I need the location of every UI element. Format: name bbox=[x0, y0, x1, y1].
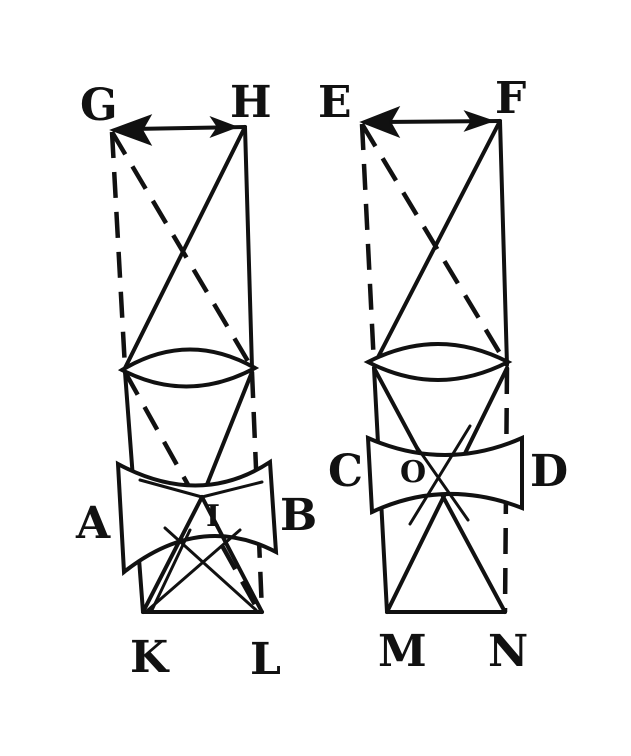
right-right-edge bbox=[498, 119, 509, 367]
left-arrowhead-h bbox=[209, 115, 239, 139]
label-m: M bbox=[378, 626, 427, 677]
right-ray-f-to-lens-left bbox=[372, 119, 502, 367]
left-ray-h-to-lens-left bbox=[123, 125, 247, 370]
right-ray-over-lens-1 bbox=[408, 424, 472, 526]
label-g: G bbox=[80, 80, 118, 131]
left-ray-i-to-l bbox=[200, 495, 264, 614]
left-ray-i-1 bbox=[138, 478, 204, 499]
label-h: H bbox=[230, 77, 272, 128]
label-a: A bbox=[75, 498, 111, 549]
left-ray-i-to-k bbox=[141, 495, 204, 614]
left-ray-a-to-l bbox=[163, 526, 258, 612]
right-figure bbox=[359, 106, 524, 614]
label-o: O bbox=[400, 455, 426, 490]
right-arrowhead-e bbox=[359, 106, 401, 138]
left-convex-lens bbox=[117, 347, 260, 389]
label-l: L bbox=[250, 634, 281, 685]
label-k: K bbox=[130, 632, 170, 683]
label-e: E bbox=[318, 77, 352, 128]
label-i: I bbox=[206, 499, 220, 534]
label-f: F bbox=[495, 73, 526, 124]
left-arrowhead-g bbox=[109, 114, 153, 146]
left-right-edge bbox=[243, 125, 254, 370]
right-arrowhead-f bbox=[463, 110, 496, 132]
label-c: C bbox=[328, 446, 363, 497]
left-left-edge-dashed bbox=[109, 131, 128, 369]
label-b: B bbox=[280, 490, 317, 541]
left-ray-i-2 bbox=[200, 480, 264, 499]
left-figure bbox=[109, 114, 279, 614]
right-convex-lens bbox=[363, 342, 513, 382]
right-ray-over-lens-2 bbox=[410, 438, 470, 522]
left-ray-lower-1 bbox=[150, 528, 192, 612]
left-ray-b-to-k bbox=[146, 528, 242, 612]
left-ray-g-dashed bbox=[110, 130, 254, 370]
label-n: N bbox=[488, 626, 528, 677]
right-left-edge-dashed bbox=[359, 123, 377, 366]
left-ray-to-focus-a bbox=[200, 370, 254, 499]
label-d: D bbox=[530, 446, 568, 497]
right-ray-e-dashed bbox=[360, 122, 509, 367]
